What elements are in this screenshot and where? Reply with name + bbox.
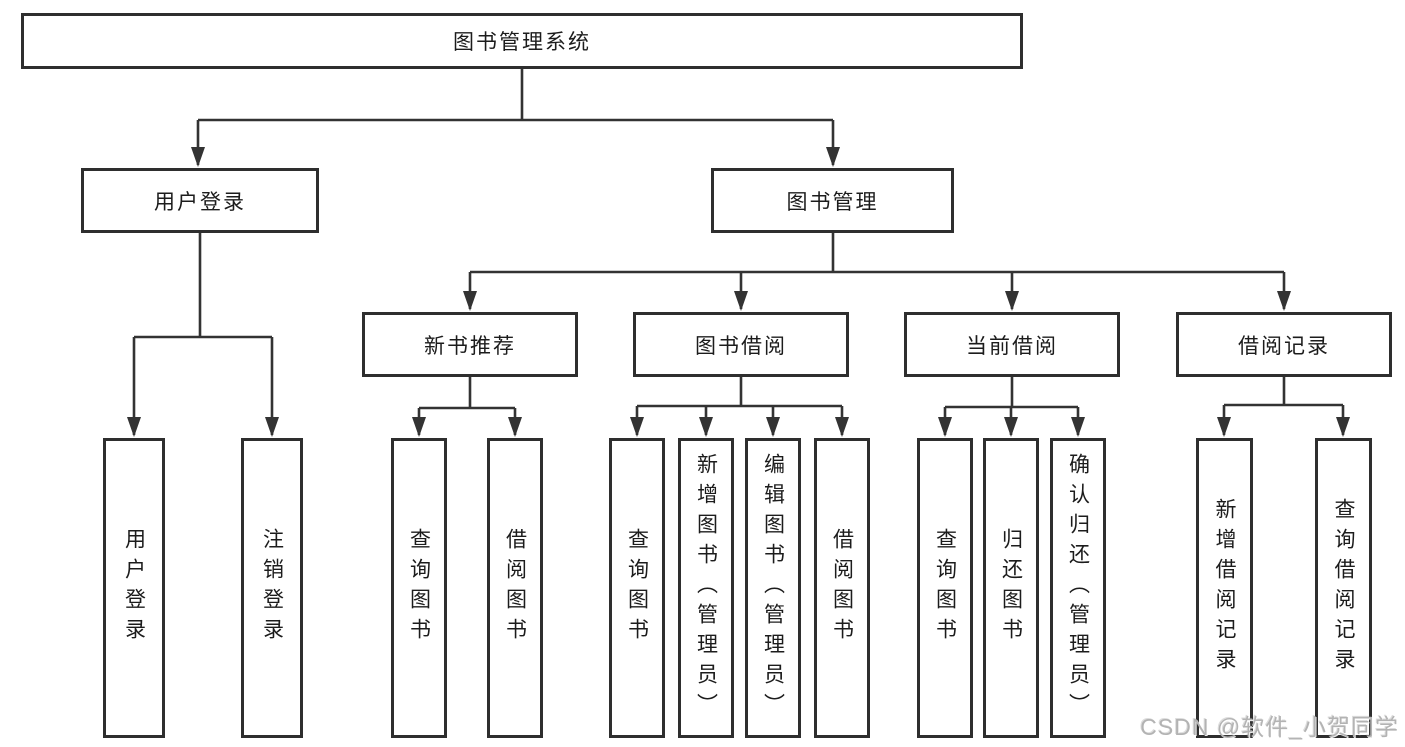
trunk-management [470,233,1284,274]
node-current-borrow-label: 当前借阅 [966,334,1058,358]
leaf-return-book-label: 归还图书 [999,528,1023,648]
leaf-add-book-admin: 新增图书（管理员） [678,438,734,738]
leaf-borrow-books-recommend: 借阅图书 [487,438,543,738]
trunk-current [945,377,1078,409]
leaf-query-books-current-label: 查询图书 [933,528,957,648]
node-user-login-label: 用户登录 [154,190,246,214]
leaf-query-books-borrow-label: 查询图书 [625,528,649,648]
trunk-borrow [637,377,842,408]
leaf-borrow-books: 借阅图书 [814,438,870,738]
node-borrow-records-label: 借阅记录 [1238,334,1330,358]
trunk-root [198,69,833,122]
leaf-confirm-return-admin: 确认归还（管理员） [1050,438,1106,738]
node-new-book-recommend: 新书推荐 [362,312,578,377]
leaf-confirm-return-admin-label: 确认归还（管理员） [1066,453,1090,723]
node-current-borrow: 当前借阅 [904,312,1120,377]
node-user-login: 用户登录 [81,168,319,233]
leaf-query-borrow-record: 查询借阅记录 [1315,438,1372,738]
trunk-records [1224,377,1343,407]
leaf-query-books-current: 查询图书 [917,438,973,738]
leaf-logout-label: 注销登录 [260,528,284,648]
trunk-login [134,233,272,339]
leaf-edit-book-admin-label: 编辑图书（管理员） [761,453,785,723]
leaf-add-book-admin-label: 新增图书（管理员） [694,453,718,723]
leaf-borrow-books-recommend-label: 借阅图书 [503,528,527,648]
node-root-system: 图书管理系统 [21,13,1023,69]
leaf-return-book: 归还图书 [983,438,1039,738]
node-book-management-label: 图书管理 [786,190,879,214]
leaf-query-borrow-record-label: 查询借阅记录 [1332,498,1355,678]
leaf-query-books-borrow: 查询图书 [609,438,665,738]
leaf-user-login-label: 用户登录 [122,528,146,648]
node-borrow-records: 借阅记录 [1176,312,1392,377]
leaf-edit-book-admin: 编辑图书（管理员） [745,438,801,738]
node-book-borrow: 图书借阅 [633,312,849,377]
leaf-logout: 注销登录 [241,438,303,738]
csdn-watermark: CSDN @软件_小贺同学 [1140,714,1399,740]
leaf-add-borrow-record: 新增借阅记录 [1196,438,1253,738]
node-book-management: 图书管理 [711,168,954,233]
leaf-borrow-books-label: 借阅图书 [830,528,854,648]
node-book-borrow-label: 图书借阅 [695,334,787,358]
node-new-book-recommend-label: 新书推荐 [424,334,516,358]
trunk-recommend [419,377,515,410]
leaf-user-login: 用户登录 [103,438,165,738]
node-root-label: 图书管理系统 [453,31,591,54]
leaf-query-books-recommend-label: 查询图书 [407,528,431,648]
leaf-query-books-recommend: 查询图书 [391,438,447,738]
leaf-add-borrow-record-label: 新增借阅记录 [1213,498,1236,678]
